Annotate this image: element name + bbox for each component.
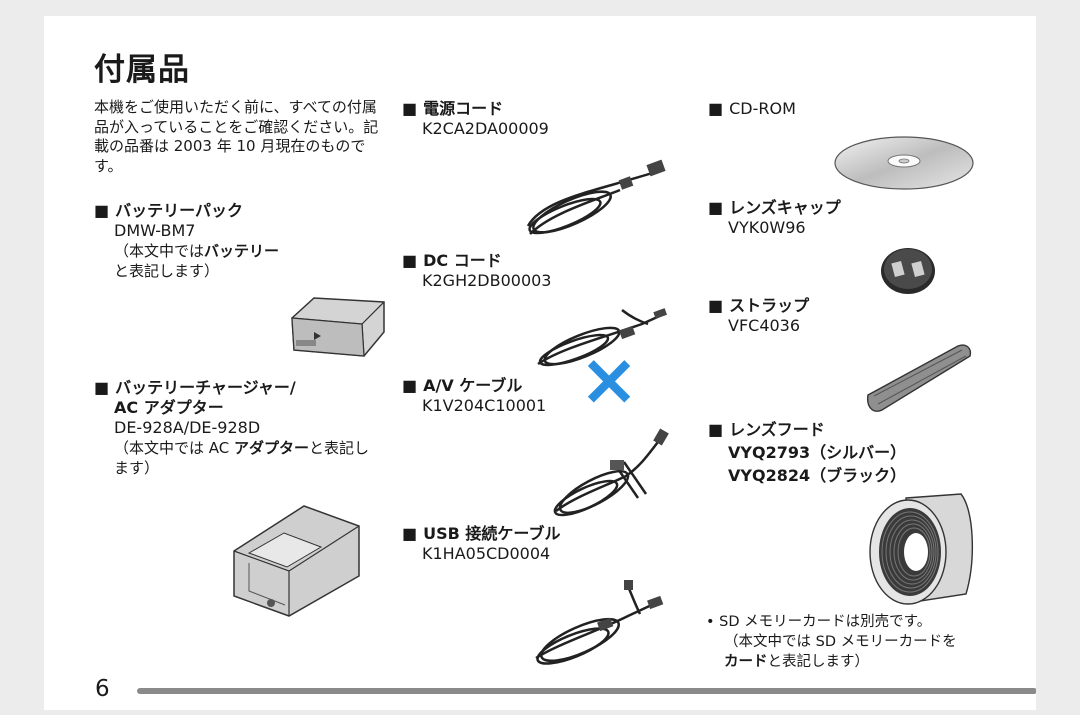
item-heading: ■ バッテリーパック: [94, 201, 384, 221]
note-text: と表記します）: [114, 262, 220, 280]
item-strap: ■ ストラップ VFC4036: [708, 296, 988, 336]
footnote-line2: （本文中では SD メモリーカードを: [724, 634, 957, 650]
square-marker: ■: [402, 376, 418, 395]
item-note: （本文中では AC アダプターと表記します）: [94, 438, 384, 478]
power-cord-image: [526, 159, 666, 235]
footnote-line1: • SD メモリーカードは別売です。: [706, 612, 1006, 632]
footnote: • SD メモリーカードは別売です。 （本文中では SD メモリーカードを カー…: [706, 612, 1006, 672]
square-marker: ■: [402, 251, 418, 270]
intro-text: 本機をご使用いただく前に、すべての付属品が入っていることをご確認ください。記載の…: [94, 98, 379, 175]
item-code: VYK0W96: [728, 218, 806, 237]
item-heading: ■ DC コード: [402, 251, 682, 271]
note-text: と表記します）: [114, 439, 370, 477]
item-lens-hood: ■ レンズフード VYQ2793（シルバー） VYQ2824（ブラック）: [708, 418, 1008, 487]
lens-hood-image: [869, 493, 973, 605]
manual-page: 付属品 本機をご使用いただく前に、すべての付属品が入っていることをご確認ください…: [44, 16, 1036, 710]
item-heading: ■ レンズフード: [708, 418, 1008, 441]
item-name: ストラップ: [729, 296, 810, 315]
square-marker: ■: [708, 198, 724, 217]
item-heading: ■ CD-ROM: [708, 99, 988, 119]
note-bold-text: アダプター: [234, 439, 310, 457]
item-name: USB 接続ケーブル: [423, 524, 561, 543]
square-marker: ■: [402, 524, 418, 543]
item-name: レンズフード: [729, 420, 825, 439]
item-heading: ■ レンズキャップ: [708, 198, 988, 218]
square-marker: ■: [94, 201, 110, 220]
item-code: K1V204C10001: [422, 396, 547, 415]
item-heading: ■ 電源コード: [402, 99, 682, 119]
battery-pack-image: [291, 297, 385, 357]
item-heading: ■ バッテリーチャージャー/: [94, 378, 384, 398]
footnote-line3: カードと表記します）: [706, 652, 1006, 672]
item-charger: ■ バッテリーチャージャー/ AC アダプター DE-928A/DE-928D （…: [94, 378, 384, 478]
item-name-line2: AC アダプター: [114, 398, 224, 417]
dc-cord-image: [537, 308, 668, 367]
item-code: VFC4036: [728, 316, 801, 335]
note-bold-text: バッテリー: [204, 242, 280, 260]
lens-cap-image: [881, 248, 935, 294]
blue-x-mark: ×: [578, 337, 640, 421]
page-number: 6: [95, 676, 110, 702]
bullet: •: [706, 614, 715, 630]
item-dc-cord: ■ DC コード K2GH2DB00003: [402, 251, 682, 291]
item-name: DC コード: [423, 251, 502, 270]
item-code: K2CA2DA00009: [422, 119, 549, 138]
item-av-cable: ■ A/V ケーブル K1V204C10001: [402, 376, 682, 416]
footnote-text: と表記します）: [767, 654, 870, 670]
item-battery-pack: ■ バッテリーパック DMW-BM7 （本文中ではバッテリーと表記します）: [94, 201, 384, 281]
strap-image: [867, 344, 972, 412]
item-note: （本文中ではバッテリーと表記します）: [94, 241, 384, 281]
item-name: バッテリーチャージャー/: [115, 378, 296, 397]
item-code: DE-928A/DE-928D: [114, 418, 261, 437]
note-text: （本文中では AC: [114, 439, 235, 457]
item-heading: ■ A/V ケーブル: [402, 376, 682, 396]
usb-cable-image: [535, 580, 664, 665]
item-lens-cap: ■ レンズキャップ VYK0W96: [708, 198, 988, 238]
item-code-silver: VYQ2793（シルバー）: [728, 443, 907, 462]
item-code: K1HA05CD0004: [422, 544, 551, 563]
footnote-bold-text: カード: [724, 654, 768, 670]
footer-rule: [137, 688, 1036, 694]
item-name: レンズキャップ: [729, 198, 841, 217]
square-marker: ■: [708, 99, 724, 118]
item-heading: ■ USB 接続ケーブル: [402, 524, 682, 544]
square-marker: ■: [402, 99, 418, 118]
item-usb-cable: ■ USB 接続ケーブル K1HA05CD0004: [402, 524, 682, 564]
item-heading: ■ ストラップ: [708, 296, 988, 316]
square-marker: ■: [708, 296, 724, 315]
square-marker: ■: [708, 420, 724, 439]
footnote-text: SD メモリーカードは別売です。: [719, 614, 932, 630]
item-code-black: VYQ2824（ブラック）: [728, 466, 907, 485]
item-name: CD-ROM: [729, 99, 796, 118]
item-code: K2GH2DB00003: [422, 271, 552, 290]
page-title: 付属品: [94, 52, 190, 88]
item-code: DMW-BM7: [114, 221, 196, 240]
av-cable-image: [553, 428, 669, 517]
square-marker: ■: [94, 378, 110, 397]
item-cdrom: ■ CD-ROM: [708, 99, 988, 119]
note-text: （本文中では: [114, 242, 205, 260]
item-power-cord: ■ 電源コード K2CA2DA00009: [402, 99, 682, 139]
item-name: 電源コード: [423, 99, 504, 118]
cdrom-image: [834, 136, 974, 190]
item-name: A/V ケーブル: [423, 376, 523, 395]
item-name: バッテリーパック: [115, 201, 243, 220]
charger-image: [233, 505, 360, 617]
